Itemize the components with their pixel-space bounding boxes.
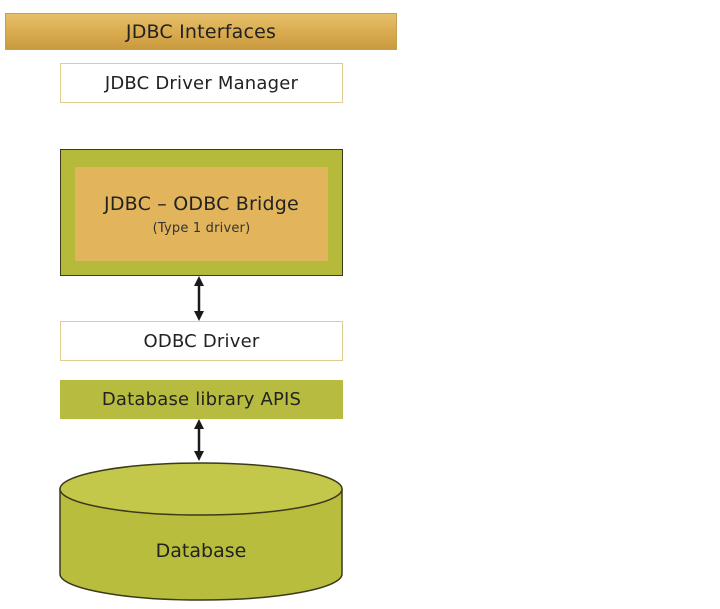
bridge-subtitle: (Type 1 driver) xyxy=(152,220,251,236)
bridge-inner-box: JDBC – ODBC Bridge (Type 1 driver) xyxy=(75,167,328,261)
bridge-title: JDBC – ODBC Bridge xyxy=(104,192,299,215)
database-library-apis-box: Database library APIS xyxy=(60,380,343,419)
odbc-driver-label: ODBC Driver xyxy=(143,330,260,352)
database-cylinder-top xyxy=(59,462,343,516)
jdbc-interfaces-bar: JDBC Interfaces xyxy=(5,13,397,50)
database-cylinder-body xyxy=(59,488,343,601)
jdbc-interfaces-label: JDBC Interfaces xyxy=(125,20,277,43)
odbc-driver-box: ODBC Driver xyxy=(60,321,343,361)
jdbc-driver-manager-box: JDBC Driver Manager xyxy=(60,63,343,103)
database-cylinder xyxy=(59,462,343,601)
jdbc-driver-manager-label: JDBC Driver Manager xyxy=(104,72,299,94)
database-label: Database xyxy=(155,540,247,562)
database-library-apis-label: Database library APIS xyxy=(101,389,302,410)
